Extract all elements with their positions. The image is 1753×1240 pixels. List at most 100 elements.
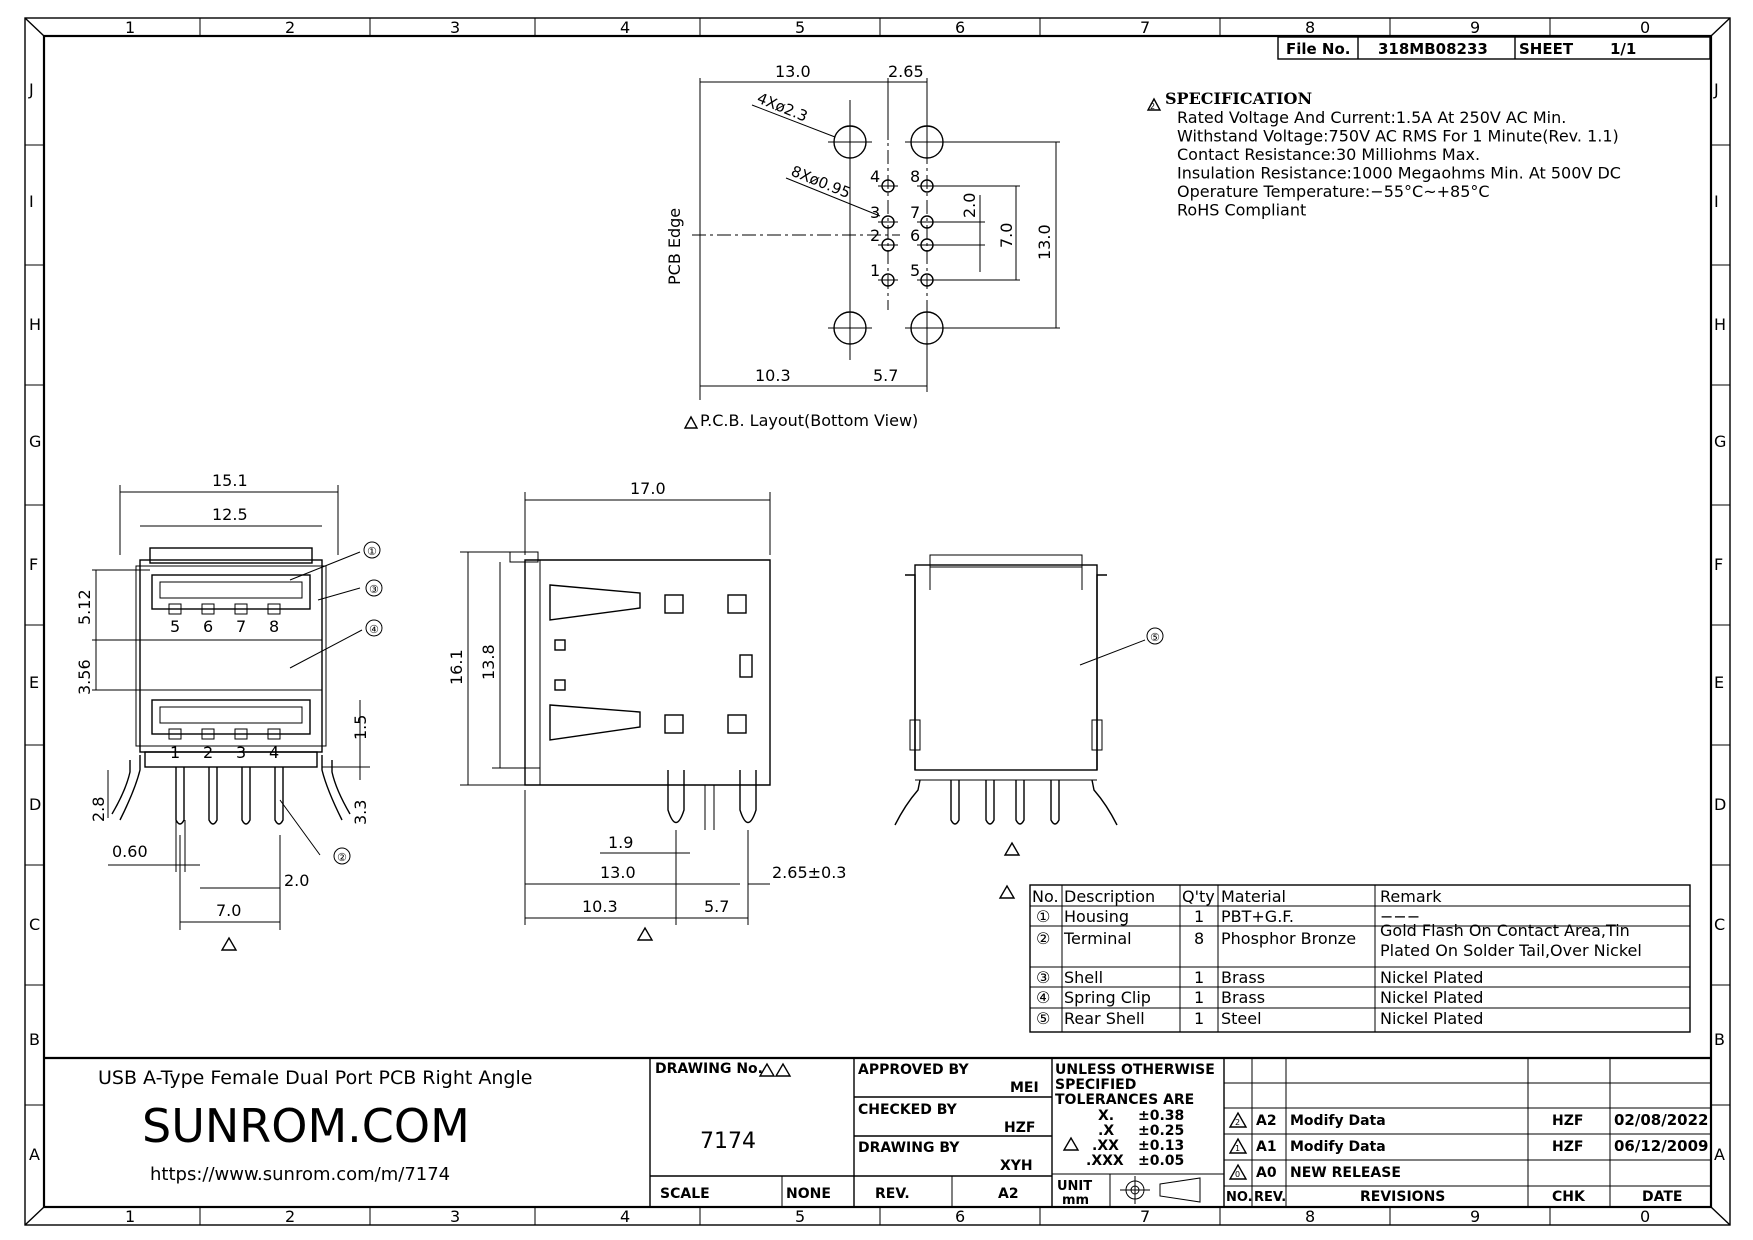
dim-top-width: 13.0: [775, 62, 811, 81]
col-label: 1: [125, 1207, 135, 1226]
rev-desc: NEW RELEASE: [1290, 1165, 1401, 1181]
table-header: Material: [1221, 887, 1286, 906]
table-cell: Brass: [1221, 968, 1265, 987]
drawing-number: 7174: [700, 1129, 756, 1154]
col-label: 4: [620, 18, 630, 37]
brand-name: SUNROM.COM: [142, 1099, 470, 1153]
tolerance-key: X.: [1098, 1108, 1114, 1124]
revision-triangle-icon: [683, 415, 699, 429]
row-label: I: [29, 192, 34, 211]
col-label: 4: [620, 1207, 630, 1226]
rev-header: CHK: [1552, 1189, 1586, 1205]
rev-mark: 2: [1235, 1118, 1240, 1127]
row-label: J: [28, 80, 34, 99]
dim-outer-width: 15.1: [212, 471, 248, 490]
dim-inner-width: 12.5: [212, 505, 248, 524]
rev-chk: HZF: [1552, 1113, 1583, 1129]
col-label: 5: [795, 18, 805, 37]
col-label: 0: [1640, 1207, 1650, 1226]
dim-d4: 10.3: [582, 897, 618, 916]
rev-header: DATE: [1642, 1189, 1682, 1205]
dim-pin-pitch: 2.0: [284, 871, 309, 890]
rev-header: NO.: [1226, 1190, 1253, 1205]
dim-h2: 3.56: [75, 659, 94, 695]
tolerance-title: SPECIFIED: [1055, 1077, 1136, 1093]
product-url: https://www.sunrom.com/m/7174: [150, 1164, 450, 1185]
row-label: B: [29, 1030, 40, 1049]
col-label: 0: [1640, 18, 1650, 37]
port-pin-number: 5: [170, 617, 180, 636]
spec-line: Withstand Voltage:750V AC RMS For 1 Minu…: [1177, 127, 1619, 146]
scale-label: SCALE: [660, 1186, 710, 1202]
revision-triangle-icon: [1228, 1111, 1248, 1128]
dim-h-total: 16.1: [447, 649, 466, 685]
revision-triangle-icon: [1228, 1163, 1248, 1180]
col-label: 7: [1140, 18, 1150, 37]
row-label: F: [29, 555, 38, 574]
dim-bottom-right: 5.7: [873, 366, 898, 385]
revision-triangle-icon: [758, 1062, 792, 1077]
table-cell: Rear Shell: [1064, 1009, 1145, 1028]
svg-text:⑤: ⑤: [1150, 631, 1160, 644]
revision-triangle-icon: [220, 936, 238, 951]
table-cell: 1: [1194, 968, 1204, 987]
dim-pitch-v: 2.0: [960, 193, 979, 218]
table-cell: 8: [1194, 929, 1204, 948]
unit-value: mm: [1062, 1193, 1089, 1208]
row-label: D: [29, 795, 41, 814]
col-label: 8: [1305, 1207, 1315, 1226]
part-callout: ①: [367, 545, 377, 558]
row-label: D: [1714, 795, 1726, 814]
table-header: No.: [1032, 887, 1059, 906]
table-cell: ④: [1036, 988, 1050, 1007]
spec-line: RoHS Compliant: [1177, 201, 1306, 220]
dim-small-holes: 8Xø0.95: [789, 162, 854, 202]
table-cell: Nickel Plated: [1380, 968, 1483, 987]
table-cell: 1: [1194, 988, 1204, 1007]
col-label: 6: [955, 18, 965, 37]
pin-number: 3: [870, 203, 880, 222]
dim-d2: 13.0: [600, 863, 636, 882]
spec-line: Rated Voltage And Current:1.5A At 250V A…: [1177, 108, 1566, 127]
table-cell: ①: [1036, 907, 1050, 926]
table-cell: Terminal: [1063, 929, 1132, 948]
rev-id: A0: [1256, 1165, 1277, 1181]
rev-mark: 1: [1235, 1144, 1240, 1153]
part-callout: ④: [369, 623, 379, 636]
revision-triangle-icon: 2: [1146, 97, 1162, 111]
row-label: H: [29, 315, 41, 334]
sheet-value: 1/1: [1610, 40, 1636, 58]
table-cell: 1: [1194, 907, 1204, 926]
svg-text:2: 2: [1150, 102, 1155, 111]
tolerance-title: TOLERANCES ARE: [1055, 1092, 1194, 1108]
port-pin-number: 8: [269, 617, 279, 636]
col-label: 3: [450, 1207, 460, 1226]
rev-id: A2: [1256, 1113, 1277, 1129]
file-number-box: File No. 318MB08233 SHEET 1/1: [1277, 36, 1711, 60]
tolerance-value: ±0.13: [1138, 1138, 1184, 1154]
file-no-label: File No.: [1286, 40, 1350, 58]
col-label: 9: [1470, 1207, 1480, 1226]
rev-desc: Modify Data: [1290, 1139, 1386, 1155]
scale-value: NONE: [786, 1186, 831, 1202]
rev-date: 06/12/2009: [1614, 1137, 1708, 1155]
dim-h3: 1.5: [351, 715, 370, 740]
table-cell: 1: [1194, 1009, 1204, 1028]
table-cell: Housing: [1064, 907, 1129, 926]
tolerance-title: UNLESS OTHERWISE: [1055, 1062, 1215, 1078]
dim-bottom-left: 10.3: [755, 366, 791, 385]
table-cell: Gold Flash On Contact Area,Tin: [1380, 921, 1630, 940]
approved-value: MEI: [1010, 1080, 1039, 1096]
rev-header: REVISIONS: [1360, 1189, 1445, 1205]
dim-span-large: 13.0: [1035, 224, 1054, 260]
row-label: E: [29, 673, 39, 692]
col-label: 2: [285, 18, 295, 37]
approved-label: APPROVED BY: [858, 1062, 969, 1078]
tolerance-key: .X: [1098, 1123, 1114, 1139]
col-label: 1: [125, 18, 135, 37]
rev-date: 02/08/2022: [1614, 1111, 1708, 1129]
